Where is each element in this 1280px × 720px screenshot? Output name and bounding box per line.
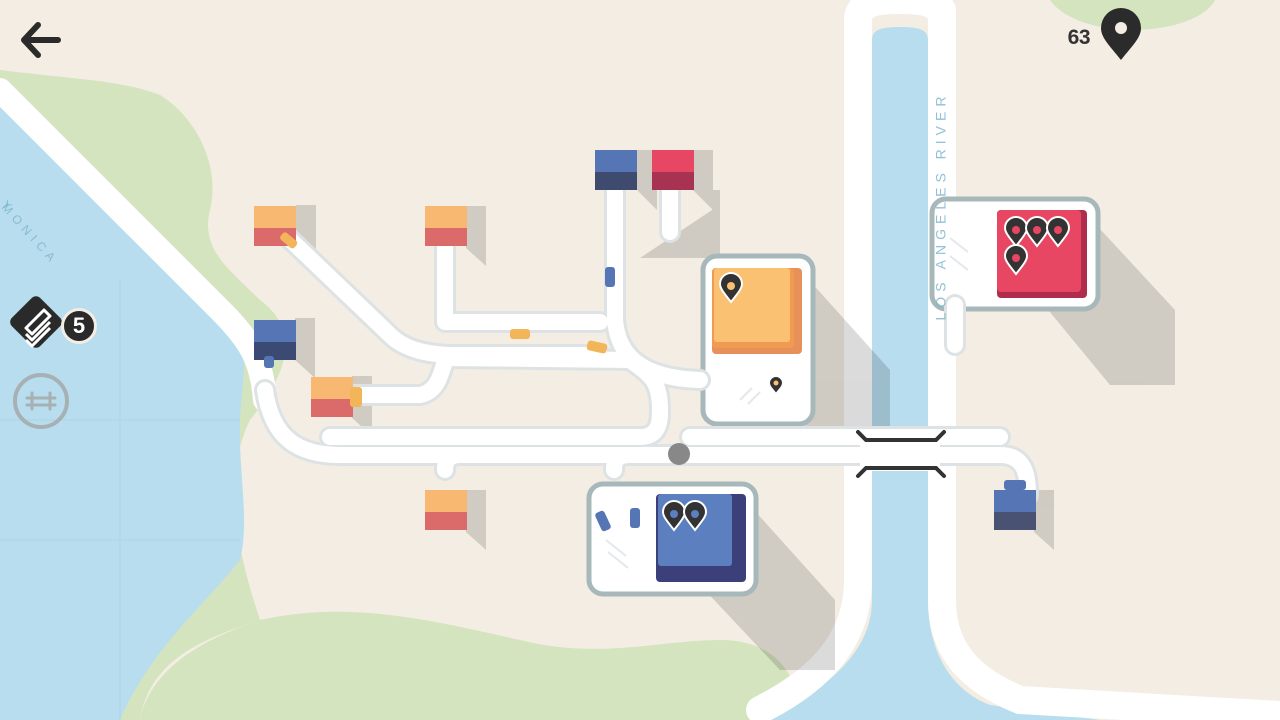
pin-icon (1045, 216, 1071, 248)
pin-icon (718, 272, 744, 304)
ocean (0, 90, 245, 720)
house-orange-2 (425, 206, 467, 246)
junction-node[interactable] (668, 443, 690, 465)
pin-icon (661, 500, 687, 532)
house-blue-3 (994, 490, 1036, 530)
car (350, 387, 362, 407)
back-button[interactable] (14, 16, 70, 64)
pin-icon (1003, 216, 1029, 248)
house-orange-4 (425, 490, 467, 530)
pin-icon (767, 375, 785, 396)
bridge-button[interactable] (12, 372, 70, 430)
pin-icon (1024, 216, 1050, 248)
bridge (856, 430, 946, 478)
car (280, 232, 298, 249)
pin-icon (1003, 244, 1029, 276)
car (595, 510, 611, 532)
river-top-cap (844, 0, 956, 22)
score-count: 63 (1067, 26, 1091, 49)
back-arrow-icon (21, 22, 61, 58)
river-bank-right (928, 0, 1280, 720)
house-red-1 (652, 150, 694, 190)
road-tiles-icon (10, 296, 62, 348)
cars (264, 232, 1026, 532)
car (605, 267, 615, 287)
car (630, 508, 640, 528)
location-pin-icon (1096, 8, 1146, 64)
river-bank-left (746, 6, 872, 720)
pin-icon (682, 500, 708, 532)
car (264, 356, 274, 368)
demand-pins (661, 216, 1071, 532)
bridge-icon (13, 373, 69, 429)
house-blue-2 (595, 150, 637, 190)
road-tiles-count: 5 (61, 308, 97, 344)
car (1004, 480, 1026, 490)
road-network (257, 162, 1036, 503)
car (510, 329, 530, 339)
parking-marks (605, 237, 969, 569)
house-blue-1 (254, 320, 296, 360)
park-bottom (140, 611, 800, 720)
ground-inner (280, 440, 560, 604)
road-tiles-button[interactable]: 5 (6, 294, 98, 360)
ocean-grid (0, 280, 240, 720)
house-orange-3 (311, 377, 353, 417)
river-label: LOS ANGELES RIVER (932, 91, 949, 321)
car (586, 340, 608, 354)
